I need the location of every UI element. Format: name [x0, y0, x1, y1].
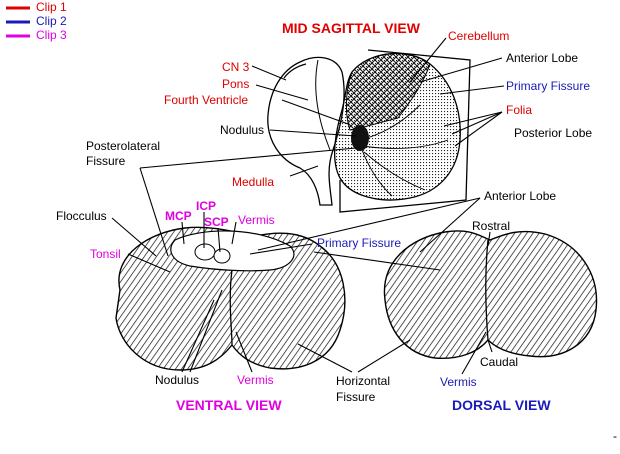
- nodulus-dark-spot: [351, 125, 369, 151]
- label-cn3: CN 3: [222, 60, 250, 74]
- label-medulla: Medulla: [232, 175, 274, 189]
- leader-folia-1: [443, 111, 503, 127]
- leader-nodulus-bottom-b: [189, 289, 223, 373]
- label-horizontal-fissure: Fissure: [336, 390, 376, 404]
- leader-primary-fissure-mid-right: [313, 251, 441, 271]
- leader-posterolateral-a: [139, 147, 357, 169]
- label-posterolateral-fissure: Fissure: [86, 154, 126, 168]
- label-cerebellum: Cerebellum: [448, 29, 509, 43]
- leader-vermis-ventral-bottom: [235, 331, 253, 373]
- title-dorsal-view: DORSAL VIEW: [452, 397, 551, 413]
- leader-lines: [111, 37, 505, 375]
- leader-rostral: [487, 231, 491, 247]
- leader-flocculus: [111, 217, 157, 257]
- mid-sagittal-illustration: [267, 49, 471, 213]
- leader-nodulus-bottom-a: [181, 299, 215, 373]
- leader-vermis-ventral-top: [231, 221, 237, 245]
- leader-folia-2: [451, 111, 503, 135]
- label-nodulus-top: Nodulus: [220, 123, 264, 137]
- dorsal-midline: [485, 239, 489, 341]
- label-primary-fissure-top: Primary Fissure: [506, 79, 590, 93]
- leader-cn3: [251, 65, 287, 81]
- label-tonsil: Tonsil: [90, 247, 121, 261]
- dorsal-view-illustration: [383, 230, 598, 359]
- leader-mcp: [181, 221, 185, 245]
- leader-primary-fissure-top: [439, 85, 505, 95]
- label-vermis-dorsal: Vermis: [440, 375, 477, 389]
- sagittal-frame: [339, 49, 471, 213]
- labels: MID SAGITTAL VIEW Cerebellum Anterior Lo…: [56, 20, 617, 443]
- ventral-midline: [229, 269, 233, 346]
- leader-anterior-lobe-dorsal-a: [257, 197, 481, 251]
- label-rostral: Rostral: [472, 219, 510, 233]
- label-anterior-lobe-dorsal: Anterior Lobe: [484, 189, 556, 203]
- cn3-nerve: [283, 63, 307, 79]
- legend: Clip 1 Clip 2 Clip 3: [6, 0, 67, 42]
- leader-tonsil: [127, 253, 171, 273]
- title-mid-sagittal: MID SAGITTAL VIEW: [282, 20, 421, 36]
- label-folia: Folia: [506, 103, 532, 117]
- leader-fourth-ventricle: [281, 99, 349, 125]
- leader-primary-fissure-mid-left: [249, 243, 313, 255]
- title-ventral-view: VENTRAL VIEW: [176, 397, 282, 413]
- label-vermis-ventral-top: Vermis: [238, 213, 275, 227]
- leader-posterolateral-b: [139, 167, 169, 257]
- ventral-scp-spot: [213, 248, 231, 264]
- leader-cerebellum: [409, 37, 447, 83]
- leader-caudal: [487, 339, 493, 353]
- label-horizontal: Horizontal: [336, 374, 390, 388]
- label-caudal: Caudal: [480, 355, 518, 369]
- legend-label-clip-3: Clip 3: [36, 28, 67, 42]
- legend-label-clip-1: Clip 1: [36, 0, 67, 14]
- corner-dash: -: [613, 429, 617, 443]
- leader-anterior-lobe-top: [419, 57, 503, 83]
- leader-pons: [255, 84, 309, 101]
- leader-vermis-dorsal: [461, 331, 487, 375]
- leader-scp: [217, 227, 221, 253]
- label-mcp: MCP: [165, 209, 192, 223]
- ventral-icp-spot: [194, 243, 216, 261]
- label-nodulus-bottom: Nodulus: [155, 373, 199, 387]
- label-posterior-lobe: Posterior Lobe: [514, 126, 592, 140]
- ventral-view-illustration: [115, 226, 346, 371]
- brainstem-inner-line: [315, 59, 331, 151]
- label-fourth-ventricle: Fourth Ventricle: [164, 93, 248, 107]
- label-posterolateral: Posterolateral: [86, 139, 160, 153]
- label-icp: ICP: [196, 199, 216, 213]
- label-pons: Pons: [222, 77, 249, 91]
- label-anterior-lobe-top: Anterior Lobe: [506, 51, 578, 65]
- leader-horizontal-fissure-b: [357, 339, 411, 373]
- label-flocculus: Flocculus: [56, 209, 107, 223]
- leader-anterior-lobe-dorsal-b: [419, 197, 481, 253]
- leader-medulla: [289, 165, 319, 177]
- arbor-vitae: [359, 104, 449, 197]
- leader-folia-3: [454, 111, 503, 147]
- dorsal-cerebellum-body: [383, 230, 598, 359]
- label-scp: SCP: [204, 215, 229, 229]
- label-primary-fissure-mid: Primary Fissure: [317, 236, 401, 250]
- brainstem-outline: [267, 56, 345, 206]
- leader-horizontal-fissure-a: [297, 343, 353, 373]
- legend-label-clip-2: Clip 2: [36, 14, 67, 28]
- leader-nodulus-top: [269, 129, 357, 137]
- label-vermis-ventral-bottom: Vermis: [237, 373, 274, 387]
